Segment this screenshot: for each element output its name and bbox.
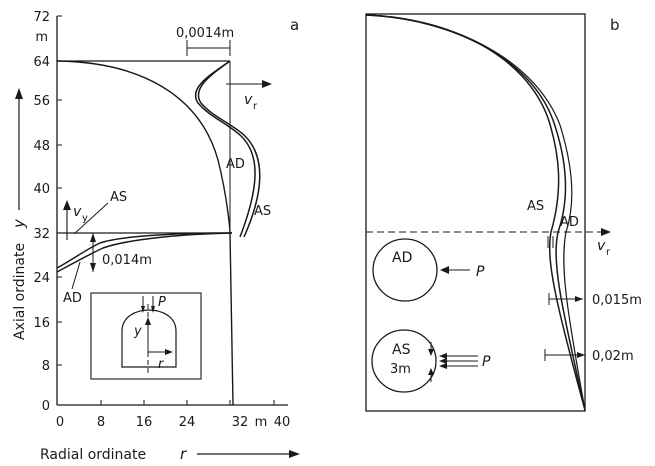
vy-arrow-icon [63,200,71,210]
panel-a: 72 m 64 56 48 40 32 24 16 8 0 0 8 16 24 … [10,10,300,463]
y-tick-label-40: 40 [33,182,50,197]
y-tick-label-32: 32 [33,227,50,242]
ad-label-right: AD [226,157,245,172]
circle-as-label: AS [392,342,411,358]
circle-ad-label: AD [392,250,412,266]
x-tick-label-16: 16 [136,415,153,430]
vy-subscript: y [82,213,88,224]
x-tick-label-32: 32 [232,415,249,430]
displacement-curve-left-ad [56,232,233,273]
panel-a-label: a [290,16,299,34]
as-leader-line [73,202,109,235]
ad-label-b: AD [560,215,579,230]
vr-symbol-b: v [597,238,606,254]
circle-as-icon [371,329,437,393]
x-tick-label-24: 24 [179,415,196,430]
x-axis-arrow-icon [289,450,300,458]
top-dimension-label: 0,0014m [176,26,234,41]
y-axis-arrow-icon [15,88,23,99]
inset-load-arrowhead-left-icon [141,306,145,313]
dim-upper-arrow-icon [575,296,583,302]
circle-ad-icon [372,238,438,302]
panel-b-frame [365,13,586,412]
panel-b-label: b [610,16,620,34]
circle-as-dim-label: 3m [390,362,411,377]
as-label-b: AS [527,199,544,214]
inset-frame [90,292,202,380]
tunnel-contour [56,60,234,406]
inset-p-label: P [158,295,166,310]
y-tick-label-64: 64 [33,55,50,70]
x-tick-label-40: 40 [274,415,291,430]
x-axis-label: Radial ordinate [40,447,146,463]
x-tick-label-0: 0 [56,415,64,430]
circle-ad-load-arrow-icon [440,266,449,274]
x-tick-marks [100,400,275,405]
inset-r-arrow-icon [165,349,173,355]
circle-as-dim-top-arrow-icon [428,349,434,356]
y-tick-label-56: 56 [33,94,50,109]
y-tick-label-16: 16 [33,316,50,331]
displacement-curve-as [197,60,261,238]
as-label-upper: AS [110,190,127,205]
ad-leader-line [71,261,81,290]
ad-label-lower: AD [63,291,82,306]
y-tick-label-8: 8 [42,359,50,374]
inset-load-arrowhead-right-icon [151,306,155,313]
y-tick-label-0: 0 [42,399,50,414]
left-dimension-label: 0,014m [102,253,152,268]
panel-b: b v r AS AD AD P AS 3m [365,13,642,412]
inset-y-arrow-icon [145,317,151,325]
vy-symbol: v [73,204,82,220]
contour-curve-reference [365,14,586,411]
inset-y-label: y [133,324,142,339]
inset-tunnel-icon [121,309,177,368]
circle-as-dim-bottom-arrow-icon [428,368,434,375]
displacement-curve-left-as [56,232,233,269]
x-axis-symbol: r [180,445,187,463]
dim-left-arrow-top-icon [90,233,96,242]
y-tick-label-72: 72 [33,10,50,25]
inset-r-label: r [158,357,165,372]
y-axis-title: Axial ordinate y [10,218,28,340]
vr-symbol: v [244,92,253,108]
circle-as-p-label: P [482,354,491,370]
displacement-curve-ad [194,60,256,238]
x-tick-label-8: 8 [97,415,105,430]
y-tick-label-48: 48 [33,139,50,154]
y-tick-marks [57,15,62,366]
dim-upper-label: 0,015m [592,293,642,308]
circle-ad-p-label: P [476,264,485,280]
vr-subscript: r [253,101,258,112]
as-label-right: AS [254,204,271,219]
vr-arrow-icon-b [601,228,611,236]
x-tick-unit-m: m [255,415,268,430]
y-tick-unit-m: m [35,30,48,45]
dim-lower-label: 0,02m [592,349,634,364]
vr-subscript-b: r [606,247,611,258]
vr-arrow-icon [262,80,272,88]
y-axis-label: Axial ordinate [12,243,28,340]
circle-as-load-arrows [439,353,478,369]
y-tick-label-24: 24 [33,271,50,286]
dim-left-arrow-bottom-icon [90,263,96,272]
y-axis-symbol: y [10,218,28,229]
dim-lower-arrow-icon [577,352,585,358]
